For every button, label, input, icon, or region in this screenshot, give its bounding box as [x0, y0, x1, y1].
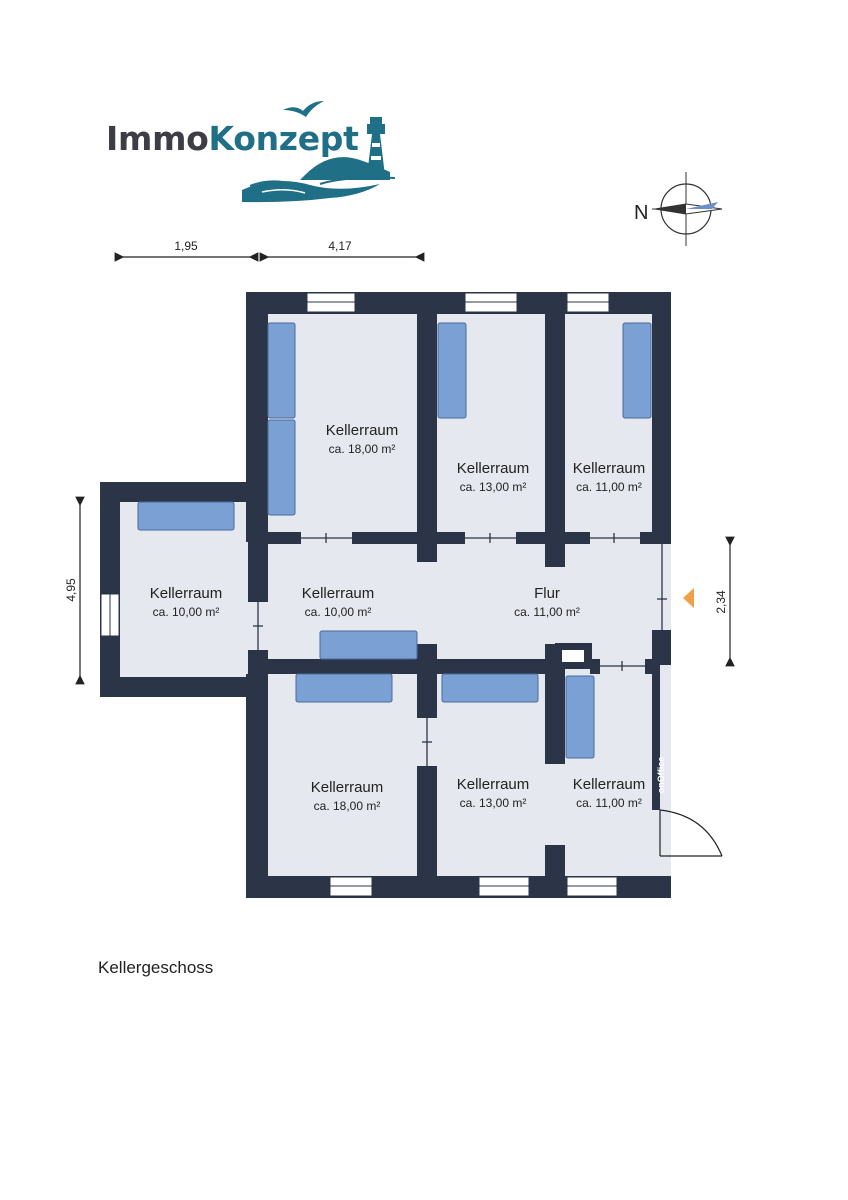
wave-icon — [242, 181, 380, 203]
shelves — [137, 322, 652, 759]
seagull-icon — [283, 101, 324, 117]
dimension-left: 4,95 — [64, 578, 78, 602]
room-area: ca. 18,00 m² — [329, 442, 396, 456]
room-area: ca. 18,00 m² — [314, 799, 381, 813]
room-area: ca. 11,00 m² — [514, 605, 580, 619]
floor-label: Kellergeschoss — [98, 958, 214, 977]
dimension-right: 2,34 — [714, 590, 728, 614]
room-name: Kellerraum — [302, 585, 375, 602]
room-labels: Kellerraum ca. 18,00 m² Kellerraum ca. 1… — [150, 422, 646, 813]
room-name: Kellerraum — [573, 460, 646, 477]
room-name: Kellerraum — [150, 585, 223, 602]
room-area: ca. 11,00 m² — [576, 796, 642, 810]
brand-name-part1: Immo — [106, 119, 209, 158]
entrance-marker-icon — [683, 588, 694, 608]
brand-name-part2: Konzept — [208, 119, 359, 158]
dimension-lines — [75, 252, 735, 685]
room-area: ca. 10,00 m² — [153, 605, 220, 619]
onoffice-watermark: onOffice — [656, 757, 666, 794]
brand-logo: ImmoKonzept — [106, 119, 359, 158]
room-name: Kellerraum — [457, 460, 530, 477]
room-name: Kellerraum — [457, 776, 530, 793]
dimension-top-right: 4,17 — [328, 239, 352, 253]
room-name: Kellerraum — [311, 779, 384, 796]
entrance-door — [659, 809, 723, 857]
compass: N — [634, 172, 723, 246]
room-area: ca. 11,00 m² — [576, 480, 642, 494]
room-name: Kellerraum — [573, 776, 646, 793]
room-name: Flur — [534, 585, 560, 602]
dimension-top-left: 1,95 — [174, 239, 198, 253]
room-area: ca. 10,00 m² — [305, 605, 372, 619]
compass-north-label: N — [634, 202, 648, 224]
logo-graphic — [242, 101, 396, 203]
room-area: ca. 13,00 m² — [460, 480, 527, 494]
door-openings — [253, 533, 667, 766]
room-area: ca. 13,00 m² — [460, 796, 527, 810]
room-name: Kellerraum — [326, 422, 399, 439]
